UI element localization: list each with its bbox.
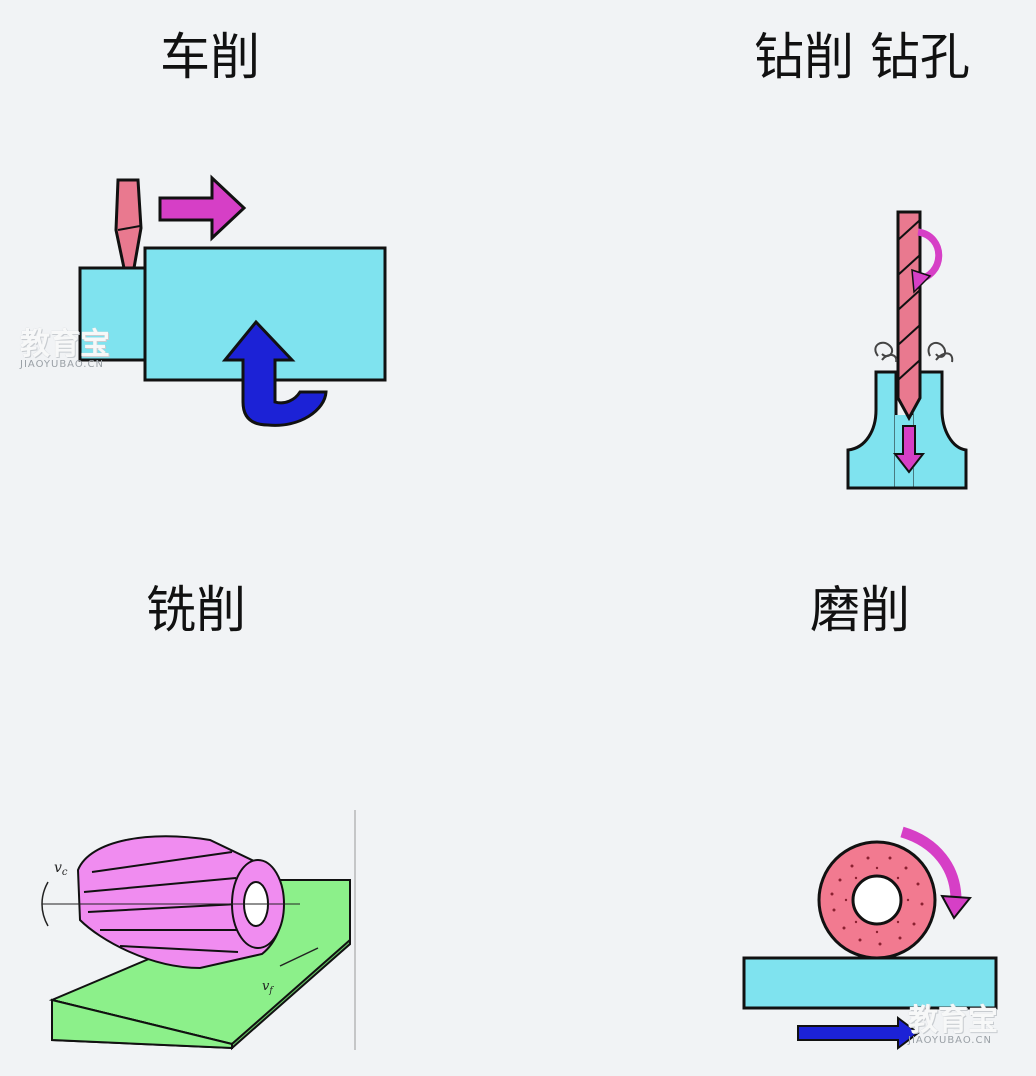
drilling-chips <box>874 341 954 363</box>
watermark-brand: 教育宝 <box>908 1003 998 1038</box>
turning-rotation-arrow <box>221 319 328 427</box>
grinding-workpiece <box>742 956 998 1010</box>
milling-label: 铣削 <box>146 581 246 639</box>
grinding-wheel-grit <box>830 856 924 946</box>
milling-vc-label: vc <box>54 860 68 878</box>
grinding-rotation-arrow <box>900 826 962 901</box>
drilling-feed-arrow <box>892 425 926 474</box>
drill-bit <box>896 210 922 422</box>
watermark-left: 教育宝 JIAOYUBAO.CN <box>20 330 110 370</box>
turning-workpiece-stub <box>78 266 150 362</box>
grinding-label: 磨削 <box>810 581 910 639</box>
grinding-feed-arrow <box>797 1016 920 1050</box>
milling-vf-arrow <box>279 947 319 967</box>
watermark-domain: JIAOYUBAO.CN <box>908 1035 992 1046</box>
turning-tool <box>114 178 143 270</box>
grinding-wheel-bore <box>851 874 903 926</box>
turning-label: 车削 <box>160 28 260 86</box>
turning-feed-arrow <box>158 174 247 242</box>
drilling-workpiece-right <box>910 370 968 490</box>
milling-vf-label: vf <box>262 979 274 996</box>
watermark-brand: 教育宝 <box>20 327 110 362</box>
watermark-right: 教育宝 JIAOYUBAO.CN <box>908 1006 998 1046</box>
watermark-domain: JIAOYUBAO.CN <box>20 359 104 370</box>
milling-vc-arrow <box>41 881 49 927</box>
drilling-label: 钻削 钻孔 <box>754 28 970 86</box>
